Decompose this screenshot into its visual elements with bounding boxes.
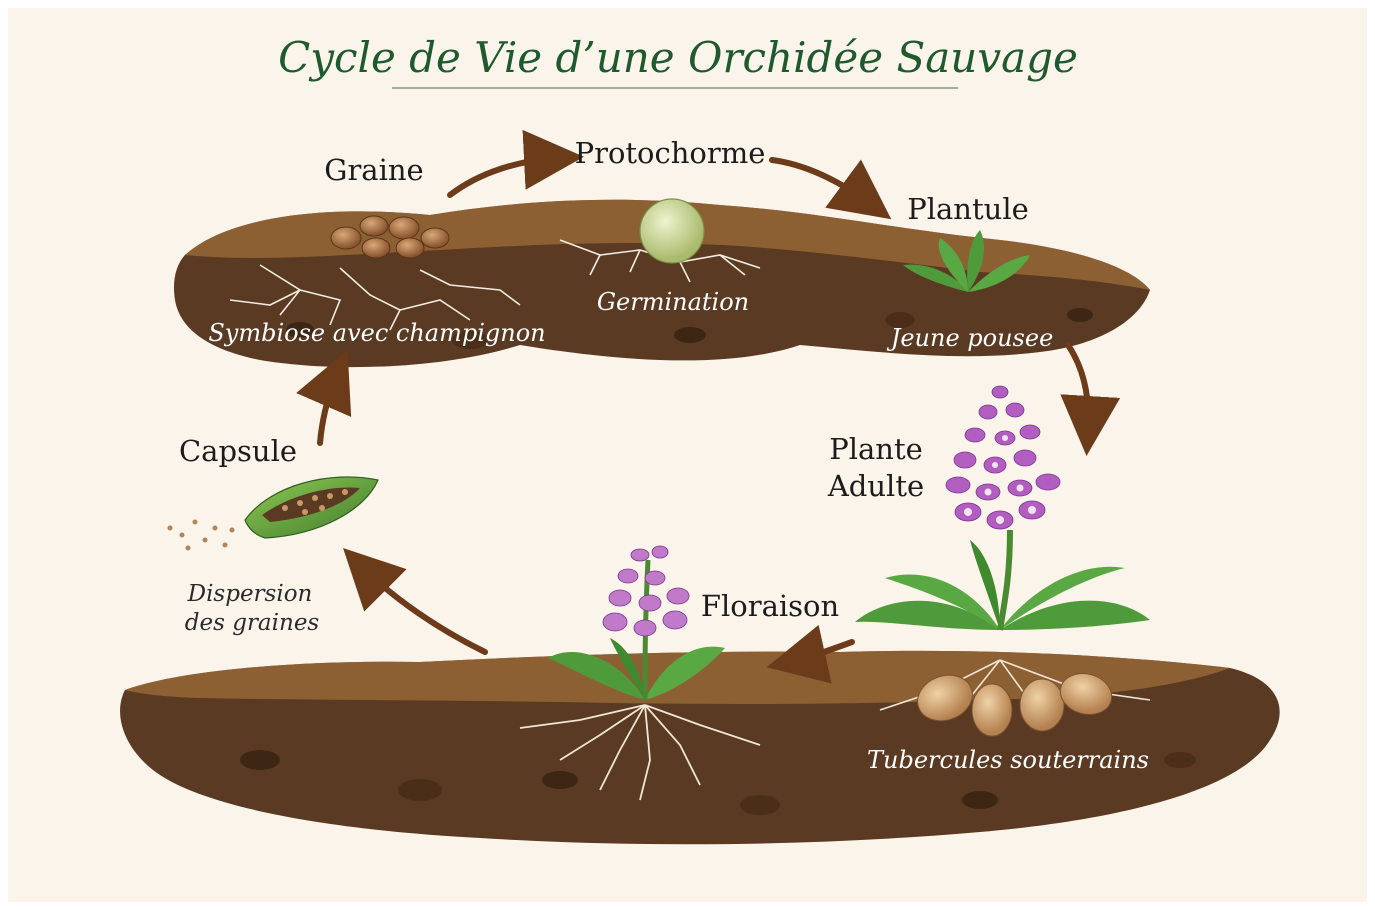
annotation-germination: Germination [597, 288, 749, 316]
annotation-dispersion-line1: Dispersion [187, 581, 313, 607]
label-capsule: Capsule [179, 434, 297, 468]
label-protochorme: Protochorme [575, 136, 766, 170]
label-plantule: Plantule [907, 192, 1029, 226]
protocorm-sphere [640, 199, 704, 263]
label-graine: Graine [324, 153, 423, 187]
diagram-title: Cycle de Vie d’une Orchidée Sauvage [278, 33, 1078, 82]
annotation-symbiose: Symbiose avec champignon [208, 319, 545, 347]
label-plante: Plante [829, 432, 923, 466]
label-adulte: Adulte [827, 469, 924, 503]
label-floraison: Floraison [701, 589, 839, 623]
annotation-tubercules: Tubercules souterrains [867, 746, 1149, 774]
annotation-jeune-pousee: Jeune pousee [886, 324, 1054, 352]
annotation-dispersion-line2: des graines [185, 610, 320, 636]
